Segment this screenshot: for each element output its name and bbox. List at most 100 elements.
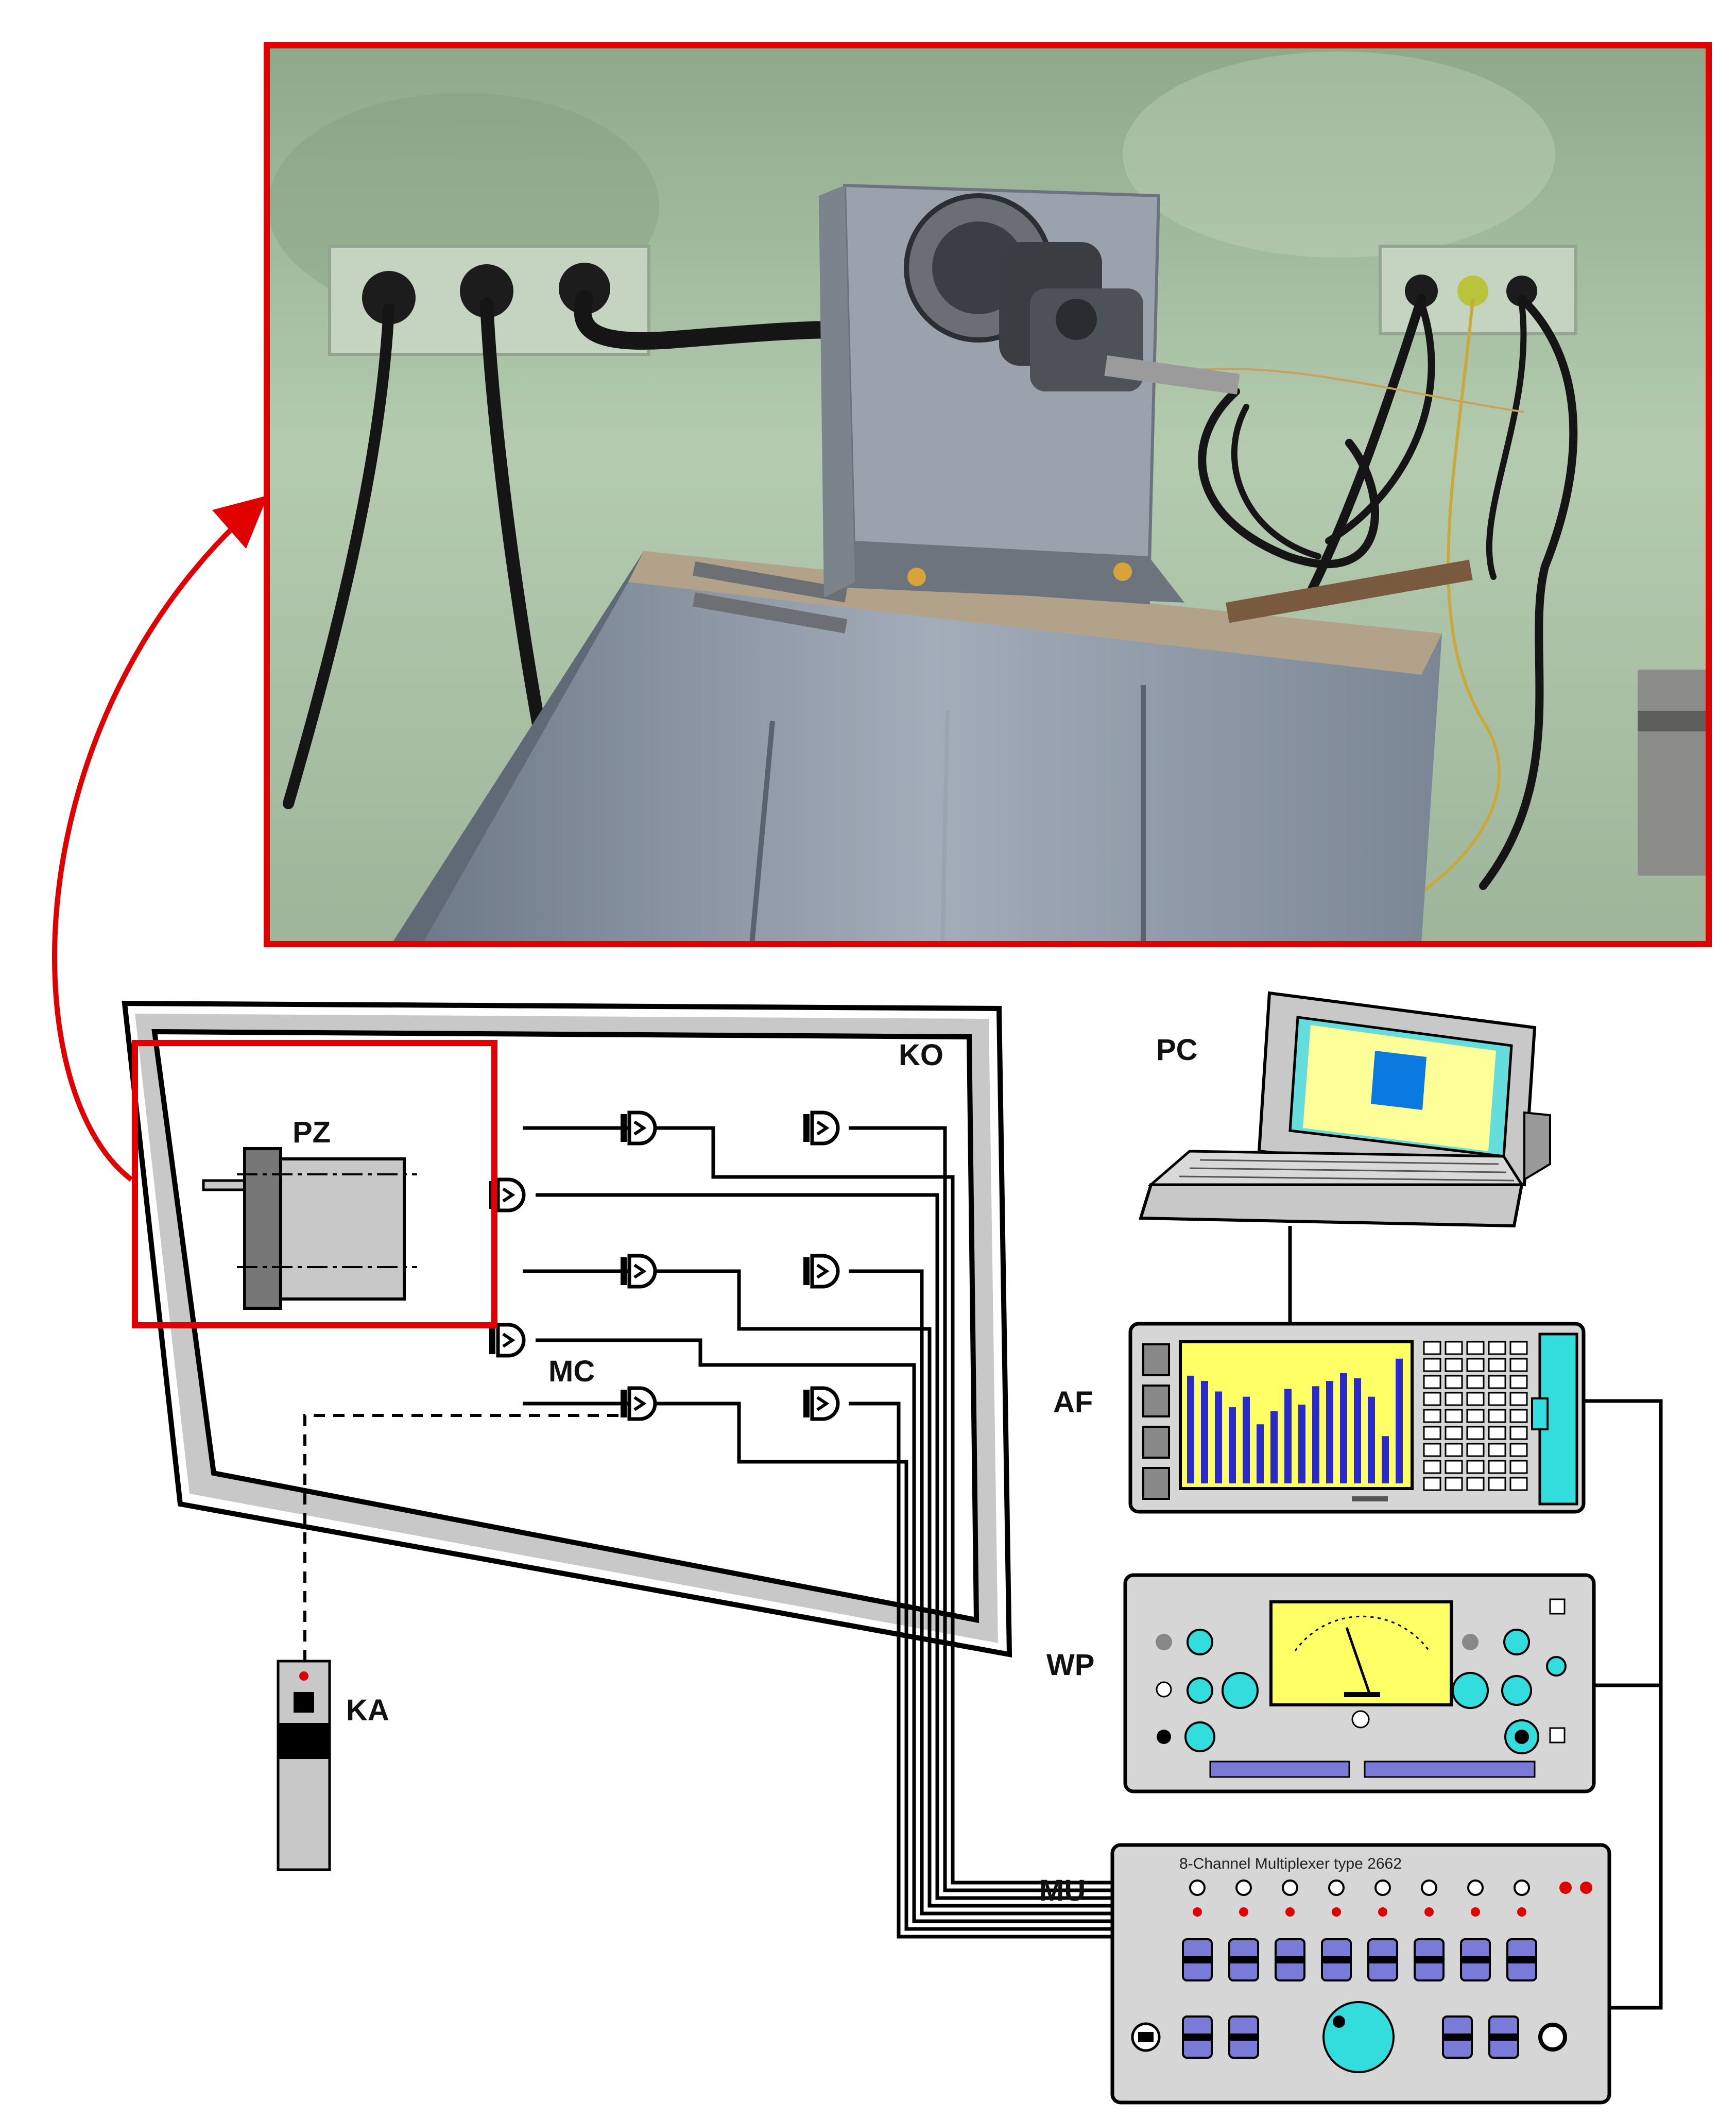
af-key: [1509, 1460, 1528, 1474]
transducer-6: [489, 1323, 526, 1358]
mu-label: MU: [1039, 1874, 1086, 1907]
af-key: [1509, 1358, 1528, 1372]
af-key: [1466, 1460, 1485, 1474]
mu-channel-button-bar: [1415, 1956, 1443, 1963]
af-key: [1488, 1443, 1506, 1457]
af-analyzer: [1128, 1322, 1586, 1514]
af-bar: [1284, 1389, 1292, 1483]
pc-label: PC: [1156, 1033, 1198, 1067]
af-bar: [1354, 1378, 1361, 1483]
mu-status-led: [1580, 1882, 1592, 1894]
af-key: [1509, 1426, 1528, 1440]
mu-channel-knob: [1282, 1879, 1298, 1896]
af-key: [1488, 1375, 1506, 1389]
mu-channel-knob: [1374, 1879, 1391, 1896]
af-bar: [1340, 1373, 1347, 1483]
af-key: [1445, 1443, 1463, 1457]
af-key: [1445, 1409, 1463, 1423]
af-key: [1488, 1341, 1506, 1355]
af-spectrum-bars: [1187, 1358, 1403, 1483]
wall-socket-plate-left: [328, 245, 650, 356]
af-key: [1423, 1375, 1441, 1389]
af-bar: [1187, 1375, 1194, 1483]
af-key: [1466, 1409, 1485, 1423]
mu-channel-knob: [1189, 1879, 1206, 1896]
af-key: [1466, 1392, 1485, 1406]
mu-channel-knob: [1467, 1879, 1484, 1896]
af-key: [1466, 1477, 1485, 1491]
af-key: [1488, 1426, 1506, 1440]
device-bus: [1584, 1399, 1663, 2010]
mu-panel-title: 8-Channel Multiplexer type 2662: [1179, 1855, 1402, 1872]
af-bar: [1298, 1405, 1305, 1483]
mu-channel-button-bar: [1507, 1956, 1536, 1963]
ka-cable: [303, 1414, 619, 1661]
af-key: [1509, 1477, 1528, 1491]
af-bar: [1201, 1381, 1208, 1483]
mu-channel-led: [1239, 1907, 1248, 1917]
af-bar: [1229, 1407, 1236, 1483]
af-key: [1445, 1392, 1463, 1406]
af-key: [1466, 1426, 1485, 1440]
af-bar: [1270, 1411, 1278, 1483]
af-bar: [1257, 1424, 1264, 1483]
wp-label: WP: [1046, 1648, 1094, 1682]
pz-motor: [202, 1147, 417, 1310]
photo-frame: [264, 42, 1712, 947]
mu-channel-knob: [1421, 1879, 1437, 1896]
af-bar: [1243, 1396, 1250, 1483]
mu-channel-knob: [1328, 1879, 1345, 1896]
mu-multiplexer: 8-Channel Multiplexer type 2662: [1110, 1843, 1611, 2105]
af-key: [1423, 1426, 1441, 1440]
af-key: [1423, 1341, 1441, 1355]
ko-label: KO: [899, 1038, 943, 1072]
af-key: [1509, 1443, 1528, 1457]
mu-function-button-bar: [1229, 2033, 1258, 2041]
transducer-4: [621, 1254, 657, 1289]
af-key: [1509, 1392, 1528, 1406]
mu-channel-led: [1332, 1907, 1341, 1917]
mu-channel-knob: [1514, 1879, 1530, 1896]
transducer-7: [621, 1386, 657, 1421]
mu-channel-led: [1471, 1907, 1480, 1917]
af-bar: [1215, 1391, 1222, 1483]
af-key: [1488, 1409, 1506, 1423]
link-arrow: [51, 495, 268, 1182]
mu-channel-led: [1424, 1907, 1434, 1917]
mu-channel-led: [1193, 1907, 1202, 1917]
pz-highlight-box: [132, 1040, 497, 1328]
af-key: [1466, 1375, 1485, 1389]
mu-channel-led: [1517, 1907, 1526, 1917]
af-key: [1423, 1392, 1441, 1406]
mu-channel-button-bar: [1276, 1956, 1304, 1963]
af-key: [1423, 1409, 1441, 1423]
af-key: [1423, 1358, 1441, 1372]
transducer-8: [803, 1386, 840, 1421]
af-key: [1509, 1409, 1528, 1423]
transducers: [489, 1110, 840, 1421]
af-key: [1488, 1460, 1506, 1474]
transducer-5: [803, 1254, 840, 1289]
wp-meter: [1123, 1573, 1596, 1793]
test-stand-photo: [267, 45, 1709, 945]
af-key: [1445, 1477, 1463, 1491]
af-key: [1509, 1341, 1528, 1355]
mu-channel-button-bar: [1183, 1956, 1212, 1963]
af-key: [1445, 1460, 1463, 1474]
af-key: [1423, 1443, 1441, 1457]
transducer-cables: [523, 1126, 1128, 1939]
af-key: [1445, 1358, 1463, 1372]
transducer-1: [621, 1110, 657, 1146]
af-bar: [1382, 1436, 1389, 1483]
mu-status-led: [1559, 1882, 1572, 1894]
mu-channel-button-bar: [1229, 1956, 1258, 1963]
transducer-2: [803, 1110, 840, 1146]
af-key: [1488, 1477, 1506, 1491]
af-key: [1445, 1341, 1463, 1355]
af-key: [1466, 1341, 1485, 1355]
ka-sensor: [277, 1660, 331, 1871]
pc-laptop: [1138, 991, 1551, 1228]
mu-channel-button-bar: [1368, 1956, 1397, 1963]
af-label: AF: [1053, 1386, 1093, 1419]
